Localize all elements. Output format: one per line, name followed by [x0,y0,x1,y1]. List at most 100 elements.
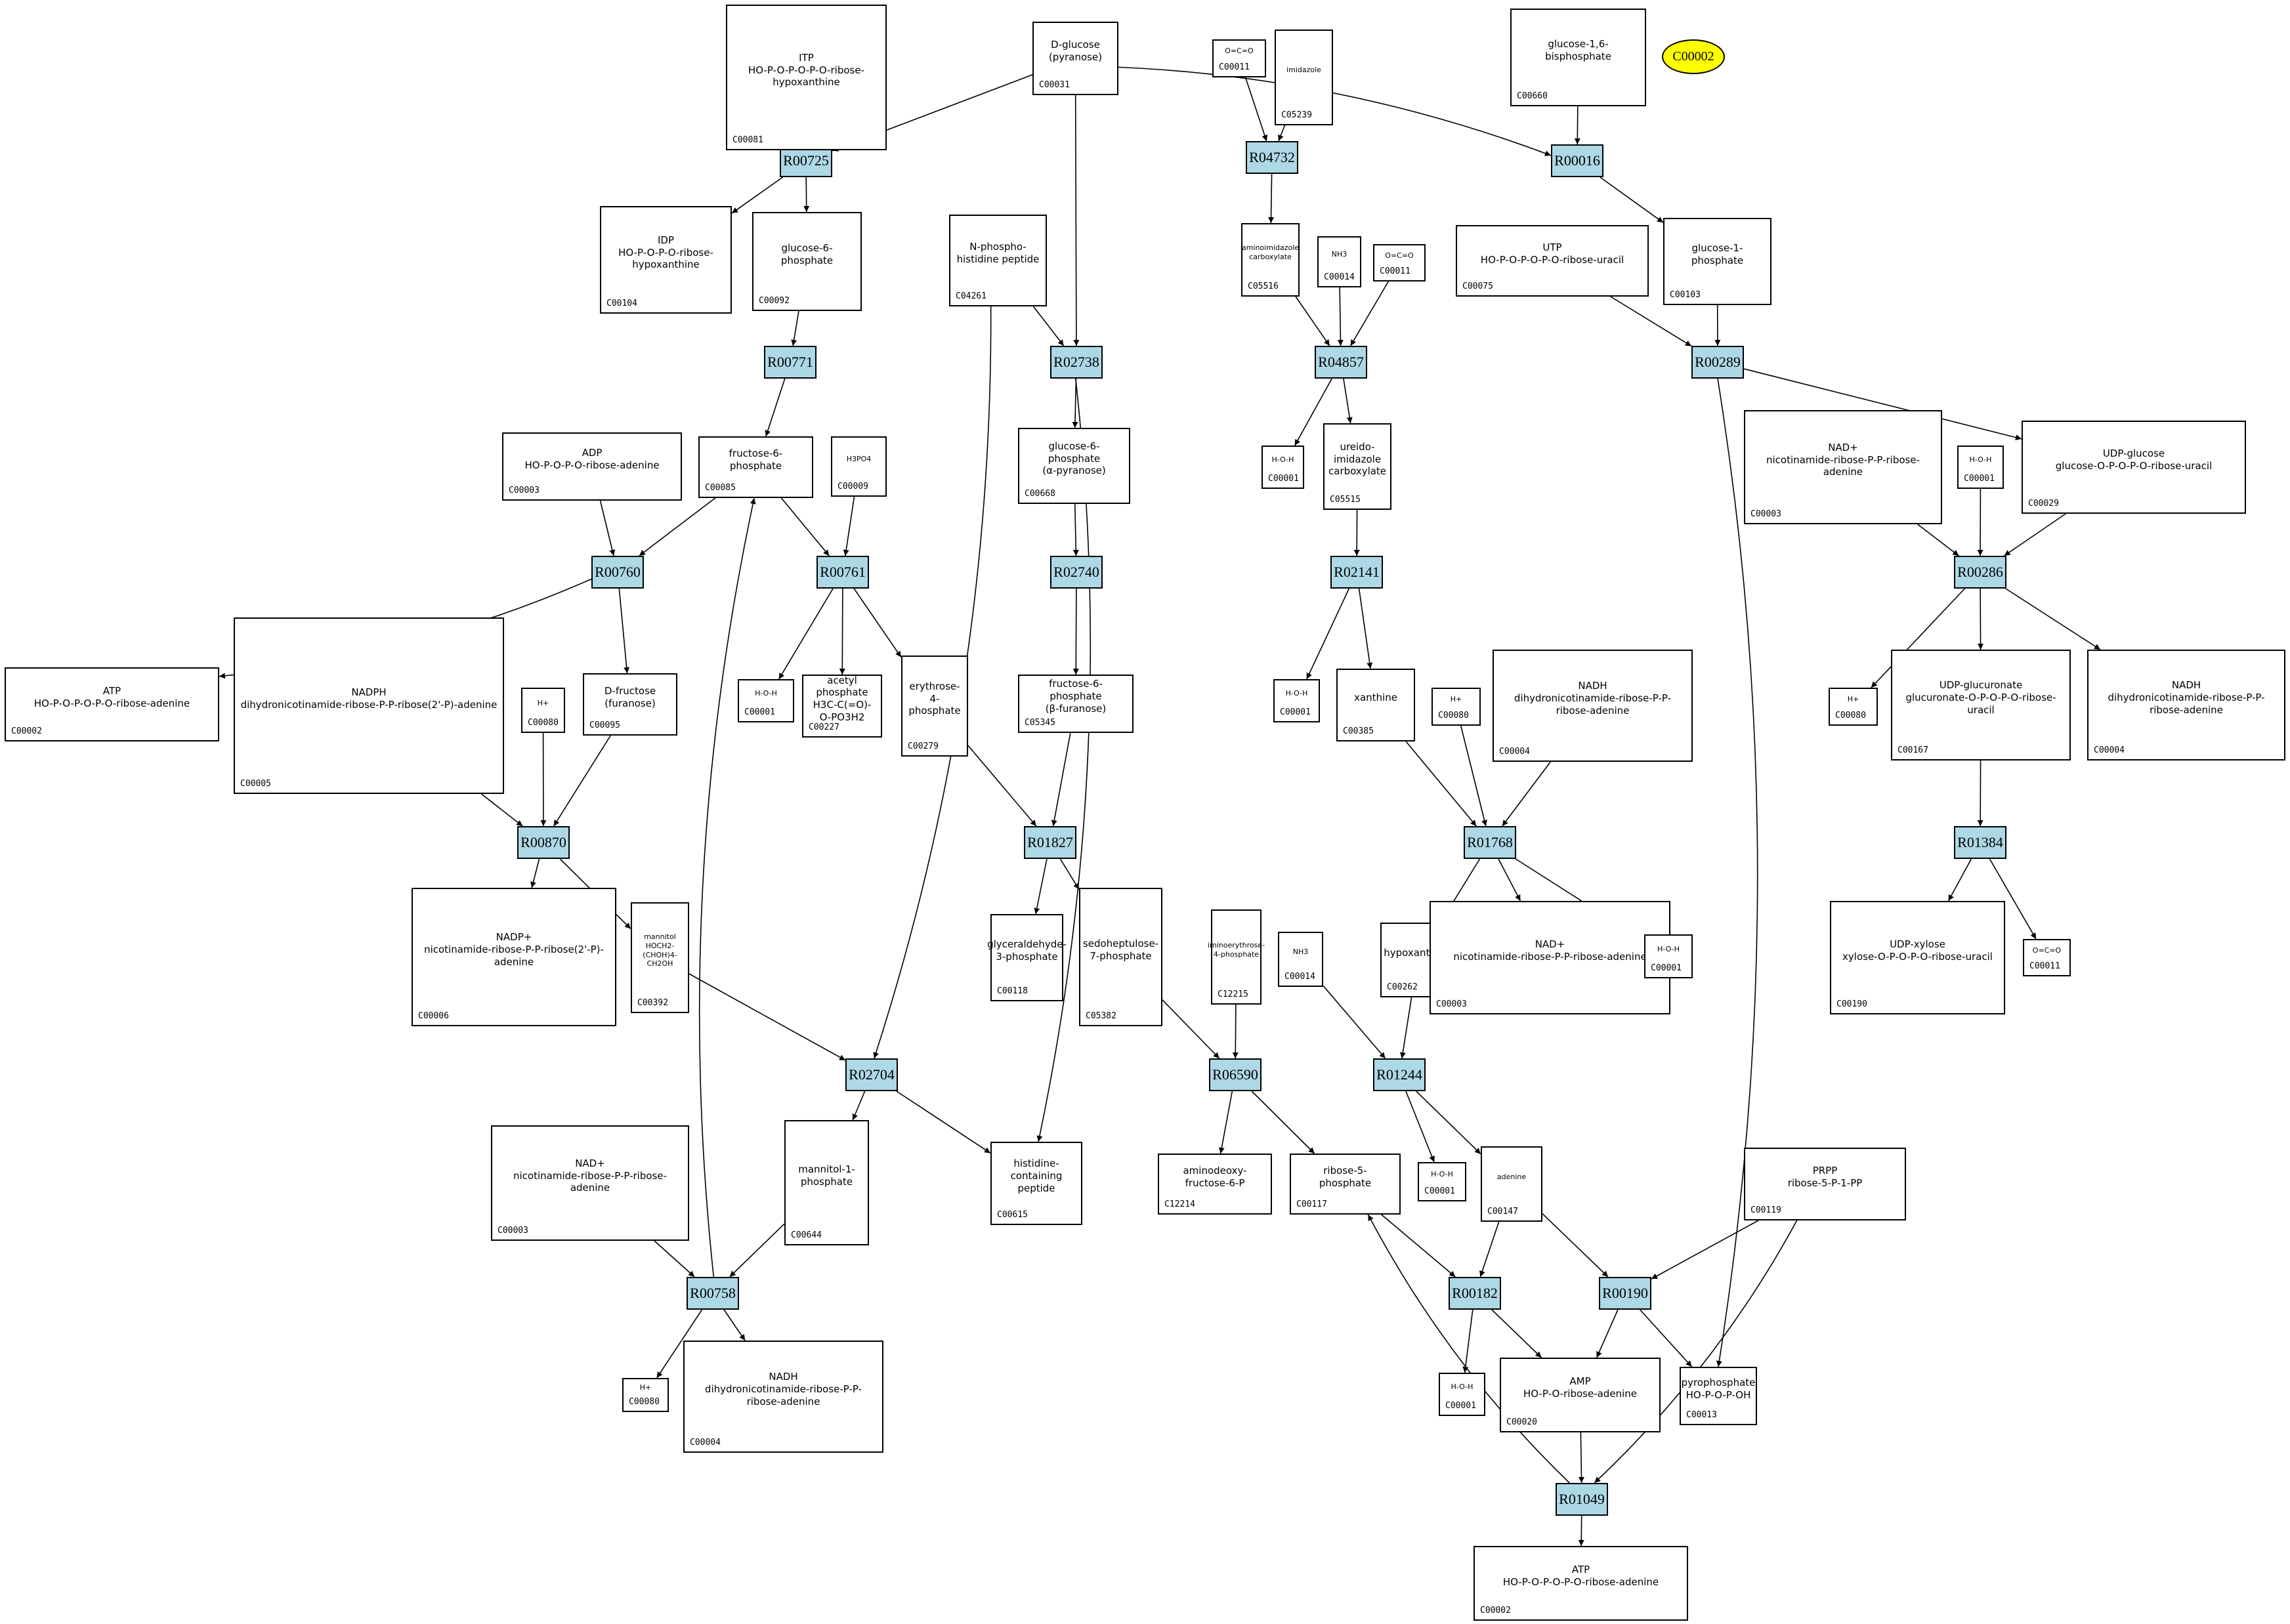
reaction-node-r00286[interactable]: R00286 [1954,556,2006,589]
edge-c00119-to-r00190 [1651,1220,1759,1280]
reaction-node-r00016[interactable]: R00016 [1551,144,1603,177]
compound-node-c00080d[interactable]: H+C00080 [622,1378,669,1412]
edge-c00003d-to-r00758 [654,1240,695,1278]
compound-node-c00668[interactable]: glucose-6-phosphate (α-pyranose)C00668 [1018,428,1130,504]
compound-node-c00080c[interactable]: H+C00080 [1829,688,1878,726]
reaction-node-r01244[interactable]: R01244 [1373,1058,1426,1091]
compound-structure: glucose-6-phosphate (α-pyranose) [1042,440,1106,477]
compound-id-label: C00011 [1380,266,1410,276]
compound-node-c00005[interactable]: NADPH dihydronicotinamide-ribose-P-P-rib… [234,617,504,794]
compound-node-c00031[interactable]: D-glucose (pyranose)C00031 [1032,22,1118,95]
reaction-node-r02738[interactable]: R02738 [1050,346,1103,379]
compound-structure: xanthine [1354,692,1397,704]
edge-r01049-to-c00117 [1367,1214,1570,1484]
reaction-node-r00289[interactable]: R00289 [1691,346,1744,379]
compound-id-label: C00004 [690,1438,721,1447]
reaction-node-r00870[interactable]: R00870 [517,826,570,859]
reaction-node-r02141[interactable]: R02141 [1330,556,1383,589]
reaction-node-r00760[interactable]: R00760 [591,556,644,589]
reaction-node-r01768[interactable]: R01768 [1464,826,1516,859]
compound-structure: imidazole [1286,66,1321,75]
edge-r00182-to-c00020 [1491,1309,1542,1358]
reaction-node-r00771[interactable]: R00771 [764,346,816,379]
compound-node-c00003d[interactable]: NAD+ nicotinamide-ribose-P-P-ribose-aden… [491,1125,689,1241]
compound-node-c00190[interactable]: UDP-xylose xylose-O-P-O-P-O-ribose-uraci… [1830,901,2005,1014]
compound-node-c00003c[interactable]: NAD+ nicotinamide-ribose-P-P-ribose-aden… [1430,901,1670,1014]
reaction-node-r02740[interactable]: R02740 [1050,556,1103,589]
compound-node-c00167[interactable]: UDP-glucuronate glucuronate-O-P-O-P-O-ri… [1891,650,2071,760]
compound-node-c00004b[interactable]: NADH dihydronicotinamide-ribose-P-P-ribo… [2087,650,2285,760]
edge-r00016-to-c00103 [1600,177,1664,223]
reaction-node-r00758[interactable]: R00758 [687,1277,739,1310]
compound-node-c00029[interactable]: UDP-glucose glucose-O-P-O-P-O-ribose-ura… [2022,421,2246,514]
compound-node-c00004c[interactable]: NADH dihydronicotinamide-ribose-P-P-ribo… [683,1341,883,1453]
compound-id-label: C00080 [528,718,559,728]
reaction-node-r04857[interactable]: R04857 [1315,346,1367,379]
reaction-node-r00190[interactable]: R00190 [1599,1277,1651,1310]
compound-node-c00004a[interactable]: NADH dihydronicotinamide-ribose-P-P-ribo… [1493,650,1693,762]
edge-c00004a-to-r01768 [1502,761,1551,827]
compound-node-c00080a[interactable]: H+C00080 [521,688,565,733]
reaction-node-r02704[interactable]: R02704 [845,1058,898,1091]
reaction-node-r01384[interactable]: R01384 [1954,826,2006,859]
compound-node-c00006[interactable]: NADP+ nicotinamide-ribose-P-P-ribose(2'-… [412,888,616,1026]
compound-node-c05345[interactable]: fructose-6-phosphate (β-furanose)C05345 [1018,675,1134,733]
reaction-node-r00761[interactable]: R00761 [816,556,869,589]
reaction-node-r01049[interactable]: R01049 [1556,1483,1608,1516]
compound-structure: ribose-5- phosphate [1319,1164,1372,1189]
compound-id-label: C00095 [589,720,620,730]
compound-node-c00095[interactable]: D-fructose (furanose)C00095 [583,673,677,736]
compound-structure: H-O-H [1969,455,1992,465]
reaction-node-r01827[interactable]: R01827 [1024,826,1076,859]
highlighted-compound-c00002[interactable]: C00002 [1662,39,1725,74]
compound-node-c00003b[interactable]: NAD+ nicotinamide-ribose-P-P-ribose-aden… [1744,410,1942,524]
reaction-node-r00182[interactable]: R00182 [1449,1277,1501,1310]
reaction-node-r06590[interactable]: R06590 [1209,1058,1262,1091]
compound-node-c00080b[interactable]: H+C00080 [1431,688,1481,726]
compound-structure: ureido-imidazole carboxylate [1328,440,1387,478]
reaction-node-r04732[interactable]: R04732 [1246,141,1298,174]
